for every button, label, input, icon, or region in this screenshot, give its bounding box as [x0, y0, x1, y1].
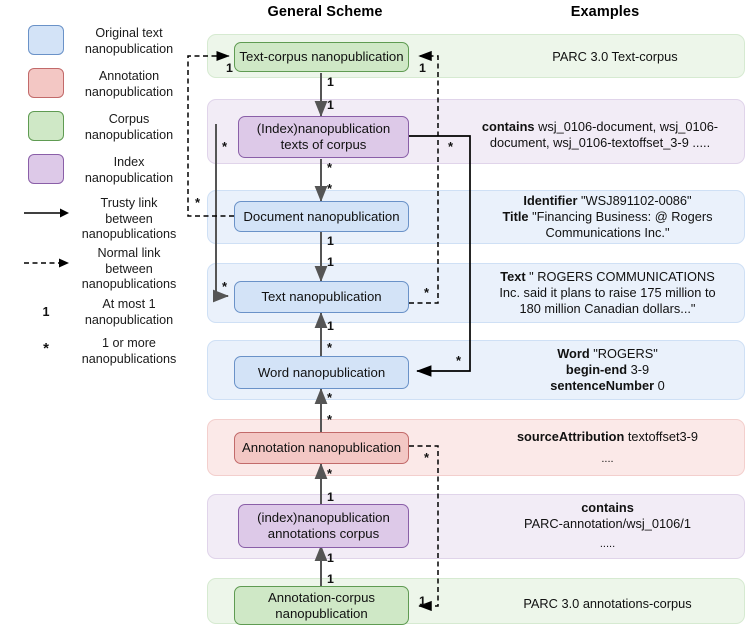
mult-anncorpus-to-indexann-top: 1 [327, 551, 334, 565]
legend-label-normal-link: Normal link between nanopublications [81, 246, 177, 291]
example-text-val-3: 180 million Canadian dollars..." [519, 301, 696, 316]
mult-index-to-document-bottom: * [327, 181, 333, 196]
example-word-val-1: "ROGERS" [589, 346, 658, 361]
example-word-key-1: Word [557, 346, 590, 361]
column-title-examples: Examples [570, 4, 640, 20]
legend-swatch-corpus [28, 111, 64, 141]
example-annotation-key-1: sourceAttribution [516, 429, 625, 444]
example-index-annotations-val-1: PARC-annotation/wsj_0106/1 [524, 516, 691, 531]
node-word-nanopublication[interactable]: Word nanopublication [234, 356, 409, 389]
example-text-key-1: Text [500, 269, 526, 284]
example-document-key-1: Identifier [523, 193, 578, 208]
example-document: Identifier "WSJ891102-0086" Title "Finan… [470, 193, 745, 241]
legend-mark-at-most-one: 1 [42, 305, 50, 319]
node-index-annotations-corpus[interactable]: (index)nanopublication annotations corpu… [238, 504, 409, 548]
mult-word-to-text: 1 [327, 319, 334, 333]
mult-index-to-document-top: * [327, 160, 333, 175]
example-word-key-2: begin-end [565, 362, 628, 377]
example-word: Word "ROGERS" begin-end 3-9 sentenceNumb… [470, 345, 745, 395]
node-annotation-nanopublication[interactable]: Annotation nanopublication [234, 432, 409, 464]
node-annotation-corpus-nanopublication[interactable]: Annotation-corpus nanopublication [234, 586, 409, 625]
mult-index-right-star: * [448, 139, 454, 154]
node-index-texts-of-corpus[interactable]: (Index)nanopublication texts of corpus [238, 116, 409, 158]
legend-label-one-or-more: 1 or more nanopublications [81, 336, 177, 366]
example-index-texts-key: contains [481, 119, 535, 134]
example-document-val-3: Communications Inc." [545, 225, 670, 240]
example-word-val-2: 3-9 [627, 362, 650, 377]
mult-annotation-to-word-top: * [327, 390, 333, 405]
trusty-link-icon [24, 208, 69, 218]
mult-document-to-text-top: 1 [327, 234, 334, 248]
legend-label-index: Index nanopublication [84, 155, 174, 185]
legend-label-original-text: Original text nanopublication [84, 26, 174, 56]
legend: Original text nanopublication Annotation… [0, 0, 200, 380]
mult-corpus-to-index-top: 1 [327, 75, 334, 89]
mult-text-right-star: * [424, 285, 430, 300]
legend-swatch-annotation [28, 68, 64, 98]
mult-text-corpus-in-right: 1 [419, 61, 426, 75]
legend-label-at-most-one: At most 1 nanopublication [84, 297, 174, 327]
example-document-val-1: "WSJ891102-0086" [577, 193, 692, 208]
normal-link-icon [24, 258, 69, 268]
mult-annotation-to-word-bottom: * [327, 412, 333, 427]
example-text-val-2: Inc. said it plans to raise 175 million … [499, 285, 716, 300]
example-index-annotations-val-2: ..... [599, 538, 616, 550]
example-annotation-corpus: PARC 3.0 annotations-corpus [470, 588, 745, 620]
mult-corpus-to-index-bottom: 1 [327, 98, 334, 112]
example-index-annotations: contains PARC-annotation/wsj_0106/1 ....… [470, 500, 745, 552]
legend-label-corpus: Corpus nanopublication [84, 112, 174, 142]
legend-swatch-index [28, 154, 64, 184]
legend-label-trusty-link: Trusty link between nanopublications [81, 196, 177, 241]
example-index-texts-value: wsj_0106-document, wsj_0106-document, ws… [489, 119, 719, 150]
example-text-val-1: " ROGERS COMMUNICATIONS [525, 269, 715, 284]
mult-annotation-right-star: * [424, 450, 430, 465]
mult-anncorpus-to-indexann-bottom: 1 [327, 572, 334, 586]
example-index-texts: contains wsj_0106-document, wsj_0106-doc… [455, 112, 745, 158]
mult-indexann-to-annotation-top: * [327, 466, 333, 481]
example-annotation-val-2: .... [601, 453, 614, 465]
column-title-general-scheme: General Scheme [267, 4, 383, 20]
example-word-val-3: 0 [654, 378, 665, 393]
example-document-val-2: "Financing Business: @ Rogers [528, 209, 713, 224]
node-text-nanopublication[interactable]: Text nanopublication [234, 281, 409, 313]
example-text-corpus-value: PARC 3.0 Text-corpus [552, 49, 678, 64]
example-annotation: sourceAttribution textoffset3-9 .... [470, 425, 745, 471]
node-document-nanopublication[interactable]: Document nanopublication [234, 201, 409, 232]
mult-anncorpus-in-right: 1 [419, 594, 426, 608]
mult-document-left-star: * [195, 195, 201, 210]
band-annotation [207, 419, 745, 476]
example-word-key-3: sentenceNumber [550, 378, 655, 393]
example-document-key-2: Title [502, 209, 529, 224]
mult-word-right-star: * [456, 353, 462, 368]
example-text-corpus: PARC 3.0 Text-corpus [490, 42, 740, 72]
legend-swatch-original-text [28, 25, 64, 55]
mult-index-left-star: * [222, 139, 228, 154]
example-text: Text " ROGERS COMMUNICATIONS Inc. said i… [470, 268, 745, 318]
band-word [207, 340, 745, 400]
node-text-corpus-nanopublication[interactable]: Text-corpus nanopublication [234, 42, 409, 72]
mult-text-left-star: * [222, 279, 228, 294]
example-annotation-val-1: textoffset3-9 [624, 429, 699, 444]
example-index-annotations-key: contains [581, 500, 634, 515]
mult-indexann-to-annotation-bottom: 1 [327, 490, 334, 504]
mult-text-corpus-in-left: 1 [226, 61, 233, 75]
legend-mark-one-or-more: * [43, 340, 49, 357]
legend-label-annotation: Annotation nanopublication [84, 69, 174, 99]
mult-document-to-text-bottom: 1 [327, 255, 334, 269]
example-annotation-corpus-value: PARC 3.0 annotations-corpus [523, 596, 692, 611]
mult-word-up-star: * [327, 340, 333, 355]
